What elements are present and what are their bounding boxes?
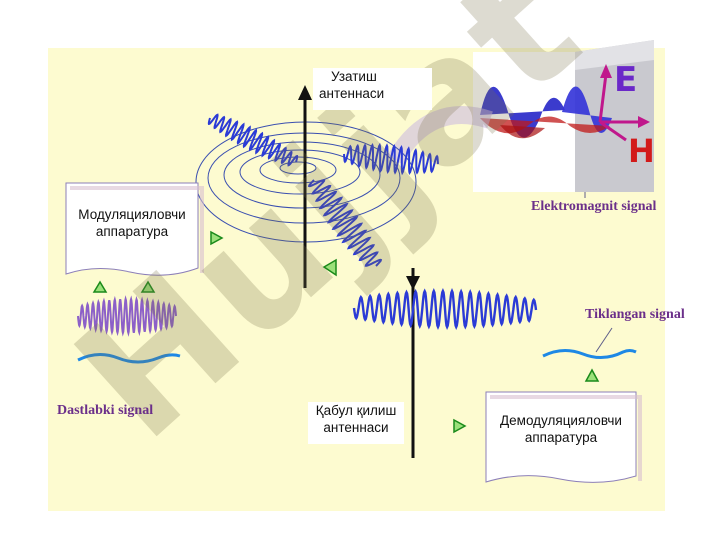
- receive-antenna-line1: Қабул қилиш: [315, 403, 397, 418]
- receive-antenna-line2: антеннаси: [323, 420, 389, 435]
- radiated-wave-top-left: [207, 113, 299, 167]
- transmit-antenna-arrow: [298, 85, 312, 100]
- h-field-letter: H: [628, 132, 655, 170]
- marker-demod[interactable]: [453, 418, 467, 434]
- demodulation-box-line2: аппаратура: [524, 430, 598, 445]
- recovered-leader: [595, 327, 613, 353]
- wave-recv-path: [352, 287, 538, 331]
- original-signal-label: Dastlabki signal: [57, 403, 154, 418]
- received-wave: [352, 287, 538, 331]
- wave-tl-path: [207, 113, 299, 167]
- electromagnetic-signal-label: Elektromagnit signal: [531, 199, 657, 214]
- modulation-box-shape: [65, 182, 204, 276]
- marker-left-2[interactable]: [140, 280, 156, 293]
- modulated-signal-wave: [77, 295, 177, 337]
- modulation-box-line1: Модуляцияловчи: [78, 207, 186, 222]
- swoosh-arc: [387, 106, 493, 165]
- wave-tr-path: [343, 142, 439, 176]
- recovered-signal-label: Tiklangan signal: [585, 307, 685, 322]
- receive-antenna-label: Қабул қилиш антеннаси: [308, 402, 404, 444]
- demodulation-box-shape: [485, 391, 642, 483]
- e-field-letter: E: [614, 60, 638, 100]
- wave-mod-path: [77, 295, 177, 337]
- marker-left-1[interactable]: [92, 280, 108, 293]
- demodulation-box-line1: Демодуляцияловчи: [500, 413, 622, 428]
- modulation-box-line2: аппаратура: [95, 224, 169, 239]
- wave-down-path: [307, 179, 383, 267]
- demodulation-box-label: Демодуляцияловчи аппаратура: [486, 412, 636, 446]
- em-wave-inset: [473, 40, 654, 192]
- receive-antenna-arrow: [406, 276, 420, 290]
- green-markers: [92, 230, 600, 434]
- recovered-signal-wave: [542, 349, 637, 359]
- original-signal-wave: [77, 353, 181, 364]
- transmit-antenna-label: Узатиш антеннаси: [313, 68, 432, 110]
- marker-center[interactable]: [322, 258, 337, 277]
- marker-recovered[interactable]: [584, 368, 600, 382]
- transmit-antenna-line1: Узатиш: [331, 69, 377, 84]
- radiated-wave-top-right: [343, 142, 439, 176]
- transmit-antenna-line2: антеннаси: [319, 86, 385, 101]
- radiated-wave-down: [307, 179, 383, 267]
- marker-mod-box[interactable]: [210, 230, 224, 246]
- modulation-box-label: Модуляцияловчи аппаратура: [66, 206, 198, 240]
